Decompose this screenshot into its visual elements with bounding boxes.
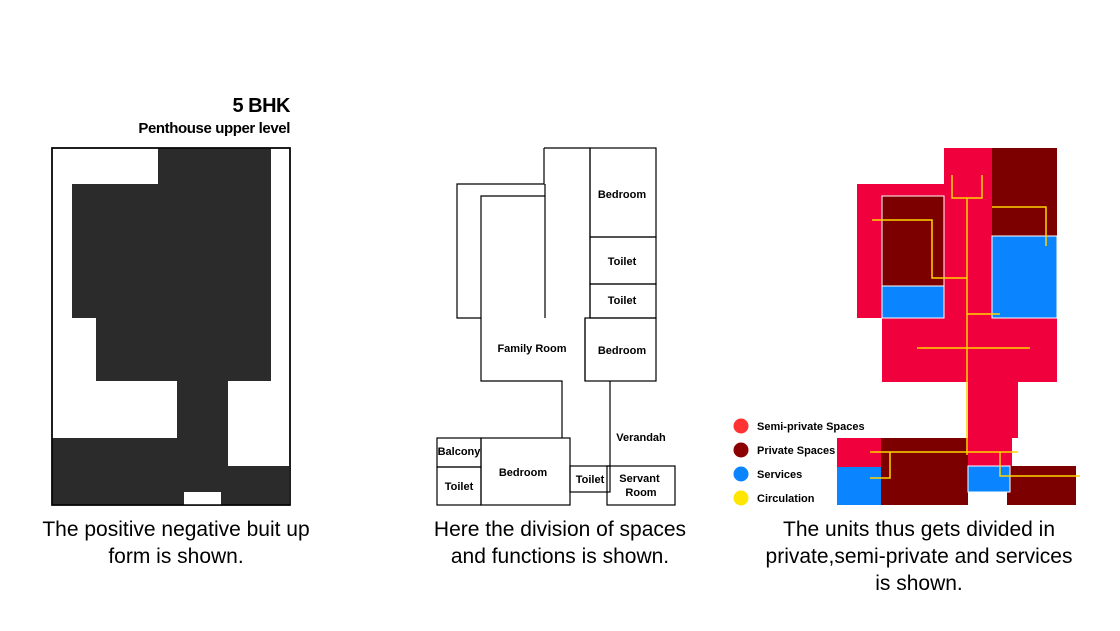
figure-ground-plan xyxy=(51,147,291,506)
courtyard-void xyxy=(228,381,271,466)
legend-label-private: Private Spaces xyxy=(757,445,835,457)
zoning-plan xyxy=(837,148,1080,505)
caption-left: The positive negative buit up form is sh… xyxy=(42,518,310,568)
room-labels: Bedroom Toilet Toilet Family Room Bedroo… xyxy=(438,189,666,499)
space-division-plan xyxy=(436,147,676,506)
label-servant-line2: Room xyxy=(625,487,656,499)
legend-swatch-private xyxy=(733,442,749,458)
zone-private xyxy=(1007,466,1076,505)
legend-label-services: Services xyxy=(757,469,802,481)
zone-private xyxy=(881,195,945,287)
legend-swatch-services xyxy=(733,466,749,482)
caption-middle: Here the division of spaces and function… xyxy=(433,518,687,568)
wall xyxy=(456,148,546,319)
wall xyxy=(544,147,591,318)
diagram-title: 5 BHK xyxy=(232,95,290,117)
zone-services xyxy=(881,285,945,319)
label-family-room: Family Room xyxy=(497,343,566,355)
zone-private xyxy=(881,438,968,505)
label-balcony: Balcony xyxy=(438,446,482,458)
built-up-form xyxy=(52,148,271,505)
label-bedroom-mid: Bedroom xyxy=(598,345,647,357)
circulation-lines xyxy=(870,175,1080,479)
label-toilet-2: Toilet xyxy=(608,295,637,307)
entry-notch xyxy=(184,492,221,505)
zone-services xyxy=(991,235,1058,319)
built-up-form-right xyxy=(228,466,289,505)
label-servant-line1: Servant xyxy=(619,473,660,485)
zone-services xyxy=(837,467,881,505)
label-bedroom-top: Bedroom xyxy=(598,189,647,201)
legend-label-circulation: Circulation xyxy=(757,493,815,505)
label-verandah: Verandah xyxy=(616,432,666,444)
legend: Semi-private Spaces Private Spaces Servi… xyxy=(733,418,865,506)
zone-private xyxy=(992,148,1057,236)
room-toilet-bottom xyxy=(569,465,611,493)
legend-swatch-circulation xyxy=(733,490,749,506)
zone-services xyxy=(967,465,1011,493)
label-toilet-bottom: Toilet xyxy=(576,474,605,486)
zone-semi-private xyxy=(944,148,992,318)
label-toilet-1: Toilet xyxy=(608,256,637,268)
zone-semi-private xyxy=(882,318,1057,382)
legend-label-semi-private: Semi-private Spaces xyxy=(757,421,865,433)
label-toilet-bl: Toilet xyxy=(445,481,474,493)
legend-swatch-semi-private xyxy=(733,418,749,434)
label-bedroom-bottom: Bedroom xyxy=(499,467,548,479)
diagram-subtitle: Penthouse upper level xyxy=(138,120,290,137)
family-room-wall xyxy=(480,318,563,438)
label-servant-room: Servant Room xyxy=(619,473,662,499)
zone-semi-private xyxy=(968,382,1018,438)
caption-right: The units thus gets divided in private,s… xyxy=(765,518,1073,595)
room-servant xyxy=(606,465,676,506)
